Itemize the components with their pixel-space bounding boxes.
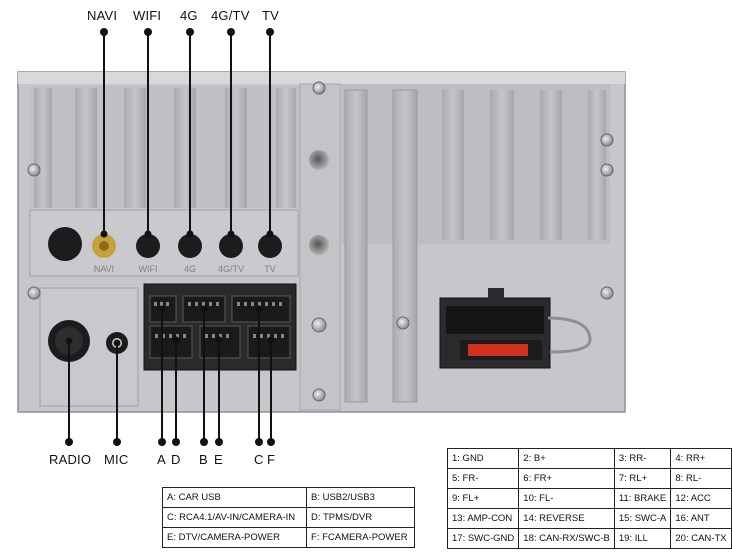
main-harness-connector xyxy=(439,288,592,369)
label-connector-e: E xyxy=(214,452,223,467)
label-4g-tv: 4G/TV xyxy=(211,8,250,23)
port-caption-tv: TV xyxy=(264,264,276,274)
table-cell: D: TPMS/DVR xyxy=(306,507,415,528)
table-row: 17: SWC-GND 18: CAN-RX/SWC-B 19: ILL 20:… xyxy=(446,528,732,549)
connector-legend-table: A: CAR USB B: USB2/USB3 C: RCA4.1/AV-IN/… xyxy=(162,487,415,548)
chassis-top-edge xyxy=(18,72,625,84)
table-cell: C: RCA4.1/AV-IN/CAMERA-IN xyxy=(162,507,307,528)
label-mic: MIC xyxy=(104,452,129,467)
table-cell: 5: FR- xyxy=(446,468,520,489)
table-cell: 9: FL+ xyxy=(446,488,520,509)
label-navi: NAVI xyxy=(87,8,118,23)
table-cell: 7: RL+ xyxy=(613,468,672,489)
port-caption-wifi: WIFI xyxy=(139,264,158,274)
label-connector-a: A xyxy=(157,452,166,467)
fuse xyxy=(468,344,528,356)
table-cell: 19: ILL xyxy=(613,528,672,549)
table-row: 13: AMP-CON 14: REVERSE 15: SWC-A 16: AN… xyxy=(446,508,732,529)
4g-tv-port xyxy=(219,234,243,258)
table-cell: 11: BRAKE xyxy=(613,488,672,509)
port-caption-4g: 4G xyxy=(184,264,196,274)
right-heatsink xyxy=(340,84,610,403)
table-cell: 15: SWC-A xyxy=(613,508,672,529)
table-cell: 1: GND xyxy=(446,448,520,469)
table-cell: 8: RL- xyxy=(670,468,732,489)
label-connector-f: F xyxy=(267,452,276,467)
table-cell: 16: ANT xyxy=(670,508,732,529)
label-wifi: WIFI xyxy=(133,8,162,23)
table-cell: 6: FR+ xyxy=(518,468,615,489)
bottom-leader-dots xyxy=(65,305,275,446)
port-caption-navi: NAVI xyxy=(94,264,114,274)
table-row: 9: FL+ 10: FL- 11: BRAKE 12: ACC xyxy=(446,488,732,509)
label-tv: TV xyxy=(262,8,280,23)
table-cell: B: USB2/USB3 xyxy=(306,487,415,508)
center-hole-1 xyxy=(309,150,329,170)
table-cell: 13: AMP-CON xyxy=(446,508,520,529)
table-row: C: RCA4.1/AV-IN/CAMERA-IN D: TPMS/DVR xyxy=(162,507,415,528)
table-cell: 17: SWC-GND xyxy=(446,528,520,549)
table-cell: E: DTV/CAMERA-POWER xyxy=(162,527,307,548)
table-row: E: DTV/CAMERA-POWER F: FCAMERA-POWER xyxy=(162,527,415,548)
table-cell: 2: B+ xyxy=(518,448,615,469)
table-cell: 14: REVERSE xyxy=(518,508,615,529)
table-cell: A: CAR USB xyxy=(162,487,307,508)
navi-antenna-port xyxy=(92,234,116,258)
tv-port xyxy=(258,234,282,258)
navi-big-socket xyxy=(48,227,82,261)
port-caption-4g-tv: 4G/TV xyxy=(218,264,244,274)
table-row: A: CAR USB B: USB2/USB3 xyxy=(162,487,415,508)
table-cell: 18: CAN-RX/SWC-B xyxy=(518,528,615,549)
table-cell: 3: RR- xyxy=(613,448,672,469)
table-cell: 4: RR+ xyxy=(670,448,732,469)
connector-D-socket xyxy=(149,325,193,359)
table-cell: 12: ACC xyxy=(670,488,732,509)
label-radio: RADIO xyxy=(49,452,92,467)
left-rib-block xyxy=(30,86,300,208)
4g-port xyxy=(178,234,202,258)
connector-pins xyxy=(154,302,284,338)
table-cell: 10: FL- xyxy=(518,488,615,509)
top-leader-lines xyxy=(103,32,271,234)
bottom-leader-lines xyxy=(68,309,272,442)
center-hole-2 xyxy=(309,235,329,255)
wifi-port xyxy=(136,234,160,258)
label-4g: 4G xyxy=(180,8,198,23)
table-row: 5: FR- 6: FR+ 7: RL+ 8: RL- xyxy=(446,468,732,489)
table-cell: F: FCAMERA-POWER xyxy=(306,527,415,548)
top-leader-dots xyxy=(100,28,274,238)
pin-assignment-table: 1: GND 2: B+ 3: RR- 4: RR+ 5: FR- 6: FR+… xyxy=(446,448,732,549)
table-row: 1: GND 2: B+ 3: RR- 4: RR+ xyxy=(446,448,732,469)
label-connector-c: C xyxy=(254,452,264,467)
label-connector-d: D xyxy=(171,452,181,467)
screws xyxy=(27,81,614,402)
table-cell: 20: CAN-TX xyxy=(670,528,732,549)
label-connector-b: B xyxy=(199,452,208,467)
